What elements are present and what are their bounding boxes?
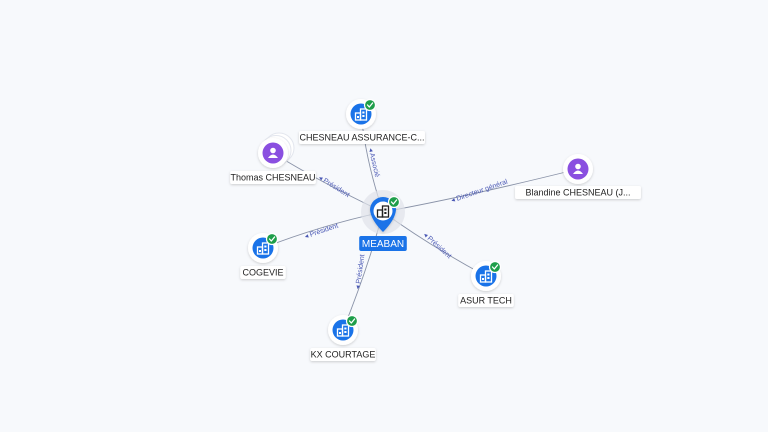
node-asur-tech[interactable]: ASUR TECH [458, 260, 514, 307]
center-label: MEABAN [362, 239, 404, 250]
building-icon [376, 205, 390, 218]
nodes-layer: CHESNEAU ASSURANCE-C... Thomas CHESNEAU Bl… [230, 98, 641, 361]
check-badge-icon [265, 232, 279, 246]
node-chesneau-assurance[interactable]: CHESNEAU ASSURANCE-C... [299, 98, 425, 144]
check-badge-icon [363, 98, 377, 112]
building-icon [256, 242, 270, 255]
edge-label: ◂ Président [422, 232, 453, 261]
node-label: CHESNEAU ASSURANCE-C... [299, 133, 424, 143]
node-label: ASUR TECH [460, 296, 512, 306]
node-label: Thomas CHESNEAU [230, 173, 315, 183]
check-badge-icon [345, 314, 359, 328]
building-icon [336, 324, 350, 337]
building-icon [479, 270, 493, 283]
node-kx-courtage[interactable]: KX COURTAGE [310, 314, 376, 361]
center-label-pill [359, 236, 407, 251]
node-thomas-chesneau[interactable]: Thomas CHESNEAU [230, 132, 316, 184]
check-badge-icon [387, 195, 401, 209]
edge-label: ◂ Directeur général [450, 178, 509, 204]
building-icon [354, 108, 368, 121]
edges-layer: ◂ Associé◂ Président◂ Directeur général◂… [262, 113, 579, 331]
check-badge-icon [488, 260, 502, 274]
node-blandine-chesneau[interactable]: Blandine CHESNEAU (J... [515, 154, 641, 199]
node-label: KX COURTAGE [311, 350, 376, 360]
node-label: Blandine CHESNEAU (J... [525, 188, 630, 198]
user-icon [268, 147, 278, 158]
edge-label: ◂ Président [304, 223, 339, 241]
center-node[interactable]: MEABAN [359, 190, 407, 251]
node-cogevie[interactable]: COGEVIE [240, 232, 286, 279]
edge-label: ◂ Président [317, 174, 350, 199]
edge-label: ◂ Président [355, 254, 367, 290]
node-label: COGEVIE [242, 268, 283, 278]
user-icon [573, 163, 583, 174]
